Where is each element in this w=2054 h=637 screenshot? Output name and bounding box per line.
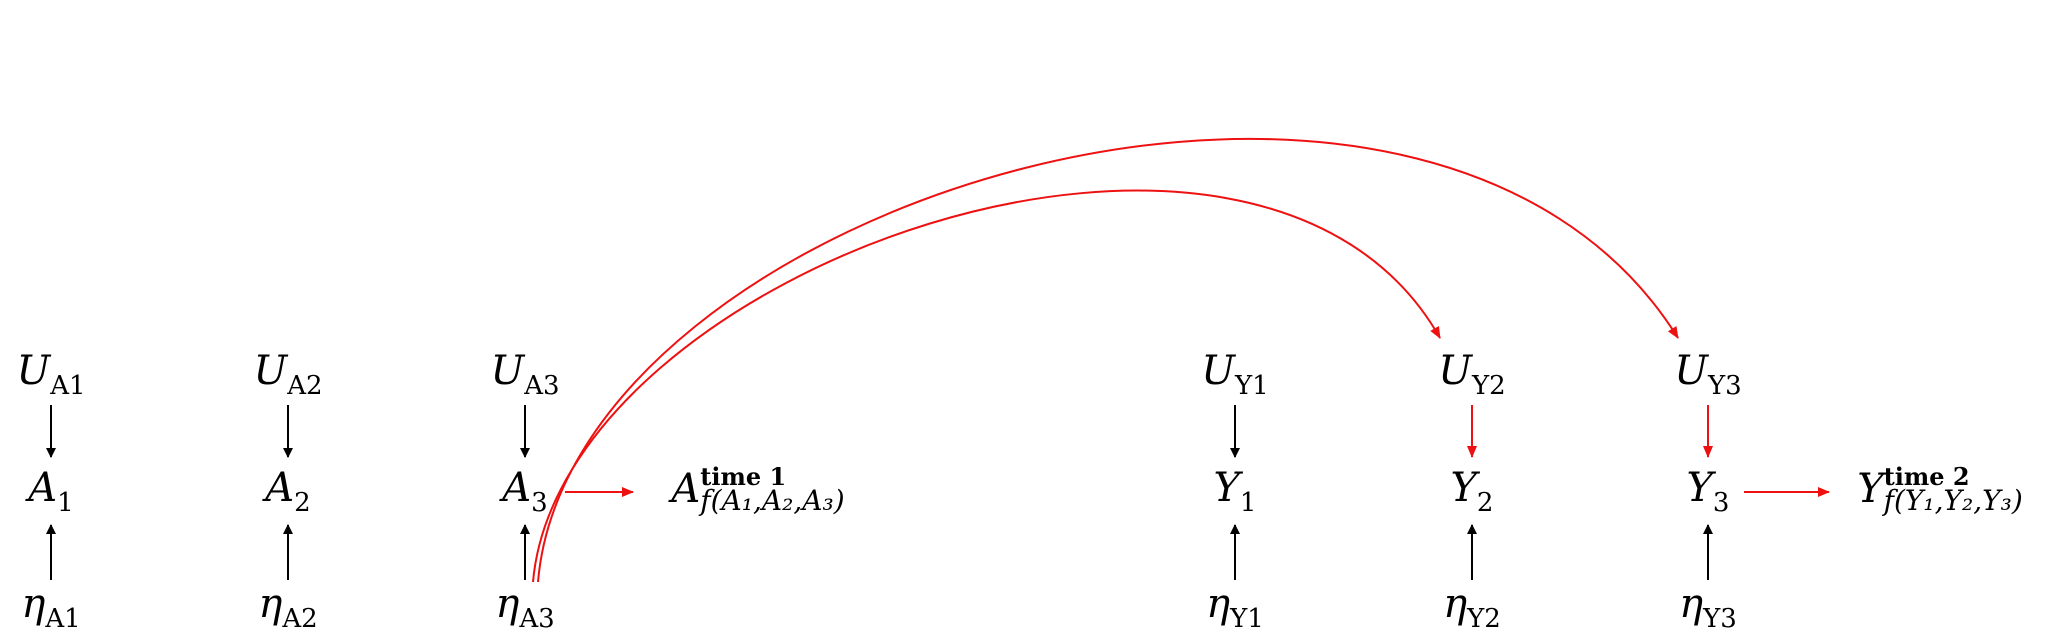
node-eta-y1: ηY1 [1206,581,1264,634]
node-y2: Y2 [1450,465,1494,518]
node-eta-a2: ηA2 [258,581,318,634]
node-y1: Y1 [1213,465,1257,518]
edge-ea3-uy2-arc [532,189,1441,583]
node-u-a1: UA1 [16,348,86,401]
node-eta-y3: ηY3 [1679,581,1737,634]
node-a1: A1 [28,465,74,518]
node-eta-y2: ηY2 [1443,581,1501,634]
node-a3: A3 [502,465,548,518]
edge-ea3-uy3-arc [537,137,1679,583]
node-a2: A2 [265,465,311,518]
node-u-y1: UY1 [1201,348,1269,401]
node-eta-a1: ηA1 [21,581,81,634]
node-eta-a3: ηA3 [495,581,555,634]
node-u-a2: UA2 [253,348,323,401]
node-y3: Y3 [1686,465,1730,518]
node-u-y3: UY3 [1674,348,1742,401]
node-u-y2: UY2 [1438,348,1506,401]
node-u-a3: UA3 [490,348,560,401]
